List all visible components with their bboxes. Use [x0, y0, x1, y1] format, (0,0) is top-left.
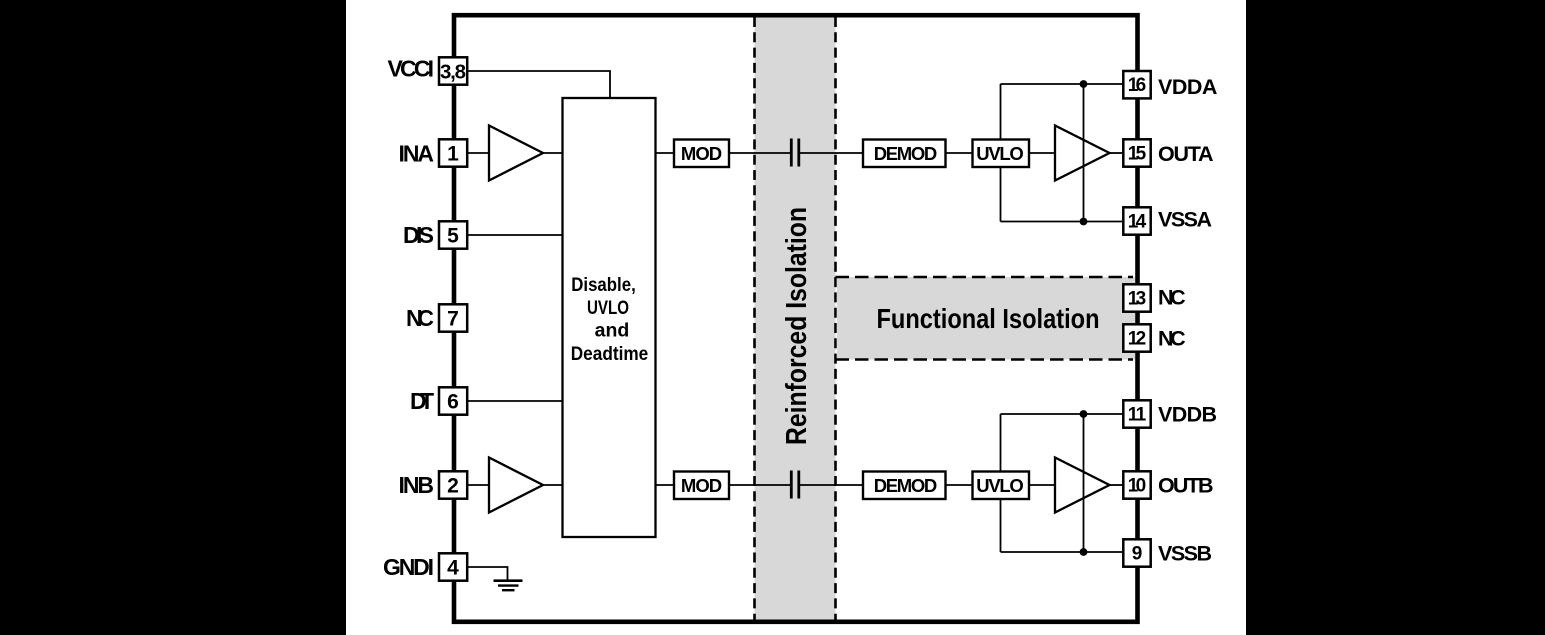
svg-text:MOD: MOD — [681, 475, 722, 496]
svg-text:12: 12 — [1128, 329, 1147, 350]
svg-text:6: 6 — [447, 391, 459, 414]
svg-text:9: 9 — [1132, 544, 1143, 565]
svg-text:5: 5 — [447, 225, 459, 248]
svg-text:15: 15 — [1128, 144, 1147, 165]
svg-text:OUTA: OUTA — [1158, 142, 1214, 166]
svg-text:DT: DT — [410, 388, 434, 414]
svg-text:UVLO: UVLO — [976, 475, 1024, 496]
svg-text:13: 13 — [1128, 289, 1147, 310]
svg-text:MOD: MOD — [681, 143, 722, 164]
svg-text:Functional Isolation: Functional Isolation — [877, 303, 1100, 334]
svg-text:VCCI: VCCI — [388, 56, 435, 82]
svg-text:3,8: 3,8 — [440, 60, 466, 83]
svg-text:NC: NC — [406, 305, 434, 331]
svg-text:UVLO: UVLO — [976, 143, 1024, 164]
svg-text:and: and — [595, 320, 630, 342]
svg-text:UVLO: UVLO — [587, 297, 629, 319]
svg-text:Reinforced Isolation: Reinforced Isolation — [781, 207, 813, 445]
svg-text:DIS: DIS — [403, 222, 434, 248]
svg-text:VDDB: VDDB — [1158, 403, 1217, 427]
svg-text:GNDI: GNDI — [383, 554, 434, 580]
svg-text:4: 4 — [447, 557, 459, 580]
svg-text:Disable,: Disable, — [571, 274, 636, 296]
svg-text:VSSA: VSSA — [1158, 208, 1212, 232]
svg-text:INA: INA — [399, 140, 435, 166]
svg-text:VSSB: VSSB — [1158, 542, 1212, 566]
svg-text:14: 14 — [1128, 212, 1147, 233]
svg-text:DEMOD: DEMOD — [874, 475, 938, 496]
svg-text:Deadtime: Deadtime — [571, 343, 649, 365]
svg-text:2: 2 — [447, 475, 459, 498]
svg-text:16: 16 — [1128, 75, 1147, 96]
svg-text:11: 11 — [1128, 405, 1147, 426]
svg-text:NC: NC — [1158, 327, 1186, 351]
svg-text:7: 7 — [447, 308, 459, 331]
svg-text:NC: NC — [1158, 285, 1186, 309]
svg-text:OUTB: OUTB — [1158, 474, 1214, 498]
svg-text:DEMOD: DEMOD — [874, 143, 938, 164]
svg-text:1: 1 — [447, 143, 459, 166]
svg-text:INB: INB — [399, 472, 435, 498]
svg-text:10: 10 — [1128, 476, 1147, 497]
svg-text:VDDA: VDDA — [1158, 75, 1217, 99]
